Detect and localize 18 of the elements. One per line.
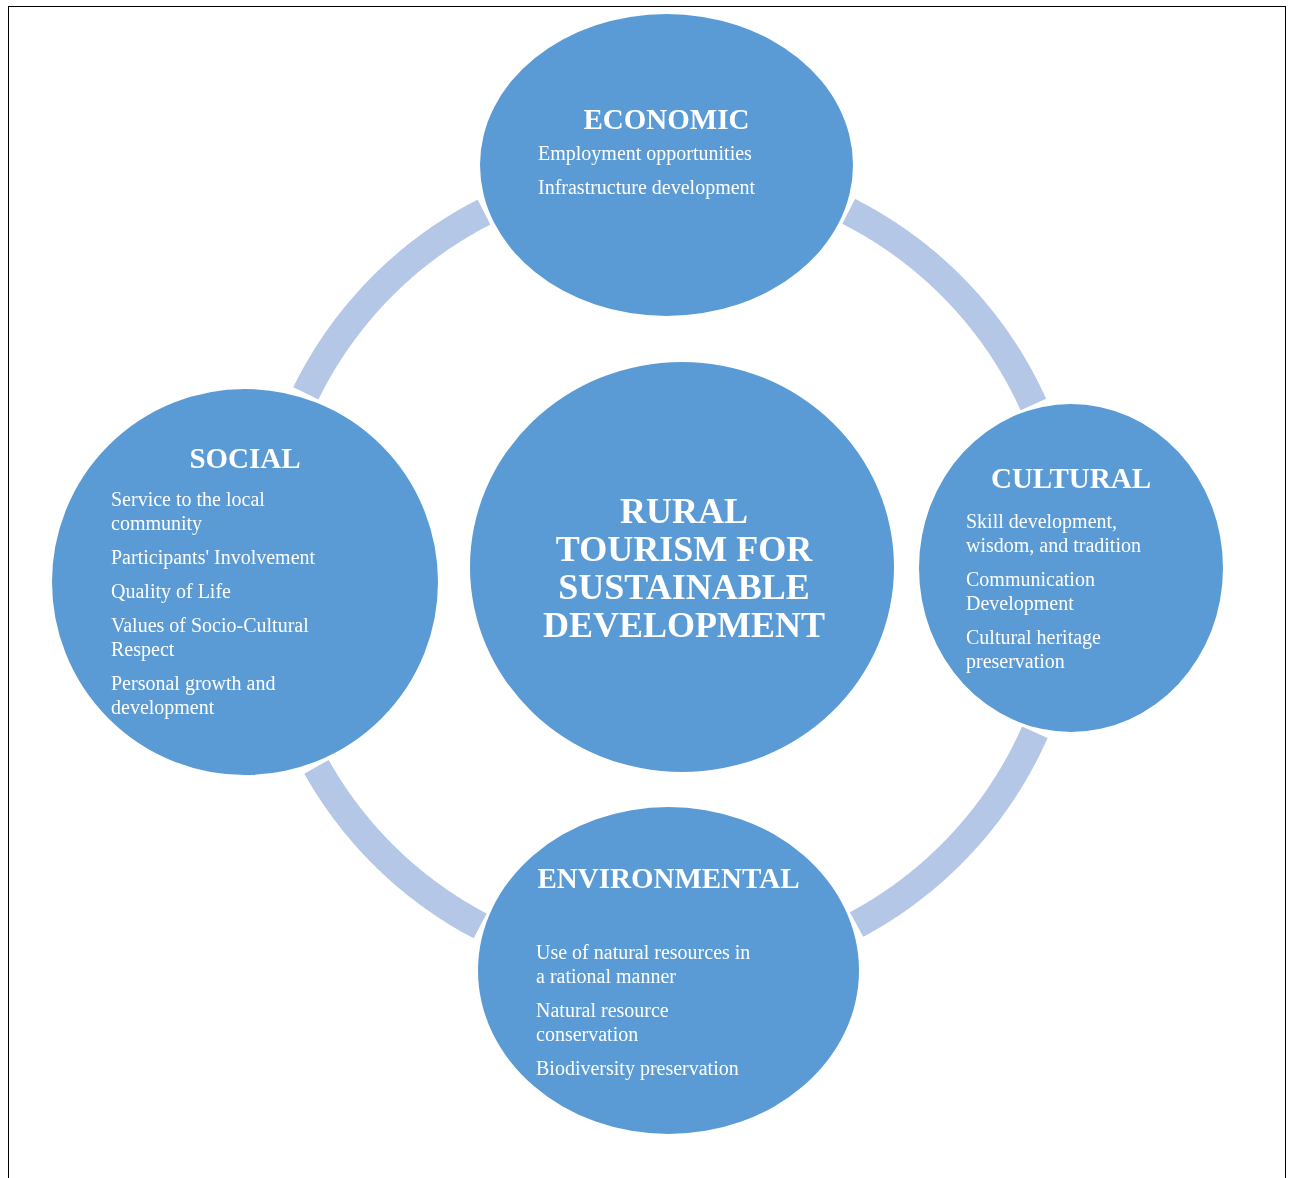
bullet-text: Communication Development bbox=[966, 567, 1096, 615]
bullet-text: Use of natural resources in a rational manner bbox=[536, 940, 752, 988]
bullet-text: Biodiversity preservation bbox=[536, 1056, 740, 1080]
node-heading: SOCIAL bbox=[188, 441, 302, 475]
bullet-text: Values of Socio-Cultural Respect bbox=[111, 613, 310, 661]
center-title: RURAL TOURISM FOR SUSTAINABLE DEVELOPMENT bbox=[542, 492, 826, 644]
bullet-text: Quality of Life bbox=[111, 579, 232, 603]
bullet-text: Natural resource conservation bbox=[536, 998, 670, 1046]
bullet-text: Service to the local community bbox=[111, 487, 266, 535]
bullet-text: Skill development, wisdom, and tradition bbox=[966, 509, 1142, 557]
bullet-text: Employment opportunities bbox=[538, 141, 753, 165]
node-heading: ECONOMIC bbox=[582, 102, 751, 136]
node-heading: ENVIRONMENTAL bbox=[536, 861, 801, 895]
bullet-text: Personal growth and development bbox=[111, 671, 277, 719]
bullet-text: Cultural heritage preservation bbox=[966, 625, 1102, 673]
bullet-text: Infrastructure development bbox=[538, 175, 757, 199]
node-heading: CULTURAL bbox=[989, 461, 1153, 495]
bullet-text: Participants' Involvement bbox=[111, 545, 317, 569]
